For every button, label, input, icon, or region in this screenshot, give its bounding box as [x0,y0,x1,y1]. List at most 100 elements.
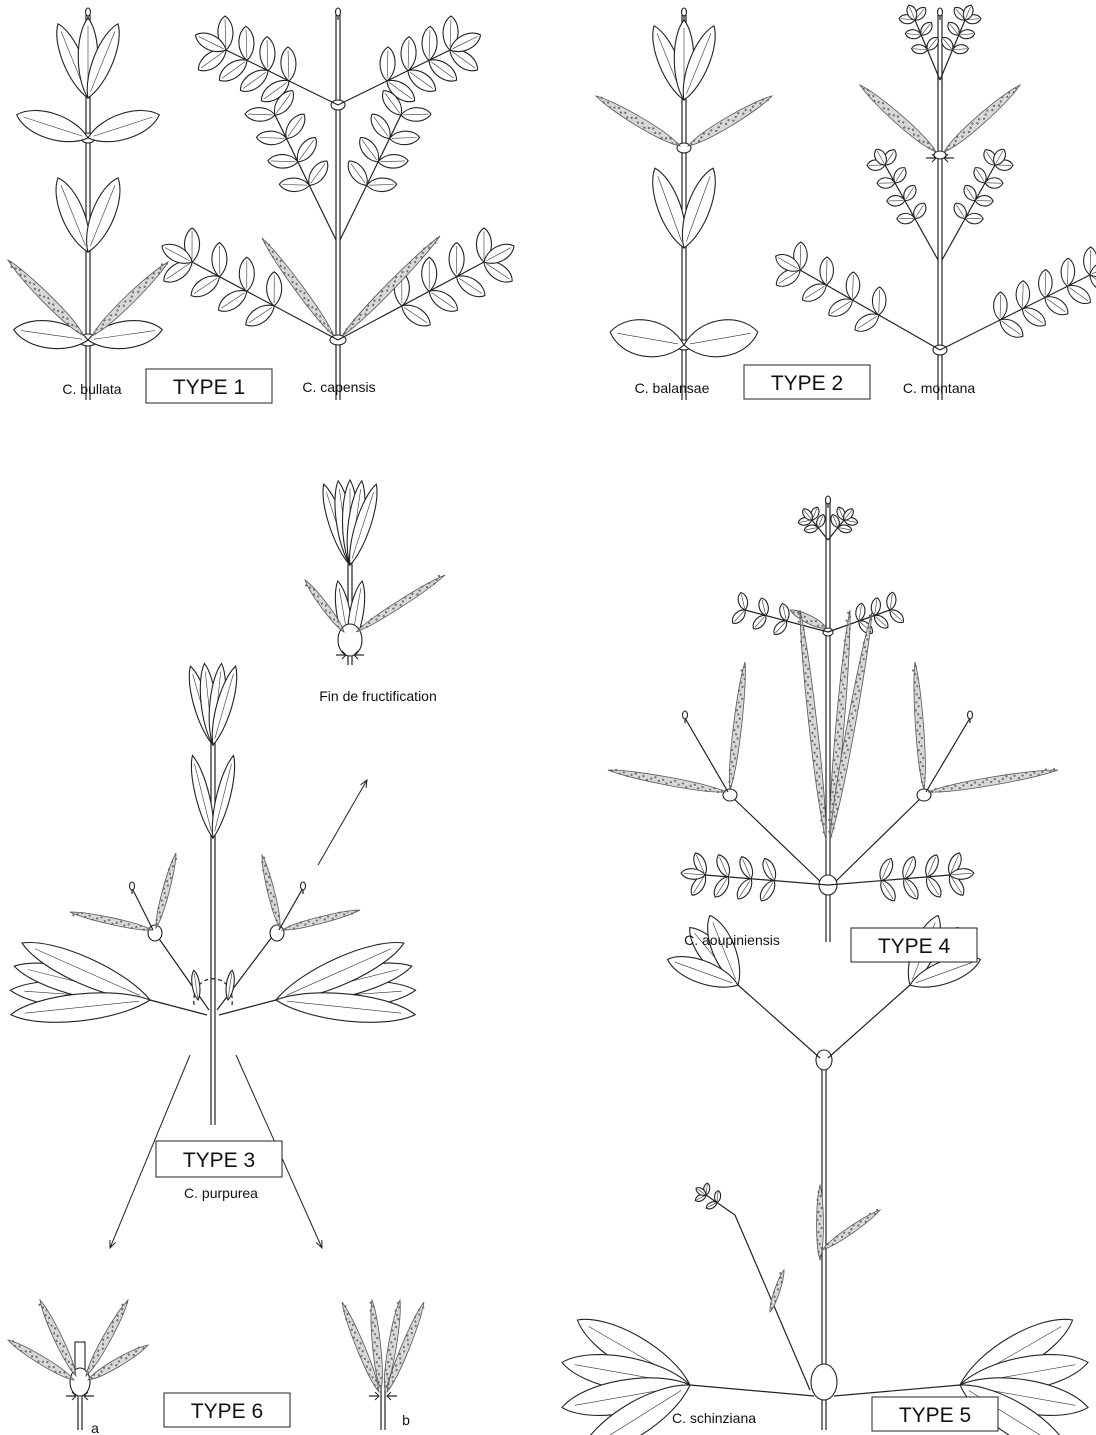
label-a: a [91,1420,99,1435]
type-5-label: TYPE 5 [899,1404,971,1427]
terminal-bud [682,8,687,16]
leaf-rachis [885,165,938,260]
spike-body [153,852,180,929]
inflorescence-spike [826,611,876,840]
spike-flower [819,1235,821,1237]
type-3-box: TYPE 3 [156,1141,282,1177]
side-branch [155,933,209,1010]
terminal-bud [86,8,91,16]
inflorescence-spike [927,766,1058,796]
leaflet [422,257,437,291]
leaflet [877,857,896,883]
leaflet [757,878,779,904]
inflorescence-spike [788,606,828,631]
leaflet [366,178,396,193]
terminal-bud [968,711,973,719]
side-branch [685,718,728,792]
type-2-label: TYPE 2 [771,372,843,395]
inflorescence-spike [686,92,775,150]
terminal-bud [336,8,341,16]
label-montana: C. montana [903,380,976,396]
plant-aoupiniensis [607,496,1058,942]
inflorescence-spike [726,662,749,791]
label-bullata: C. bullata [62,381,121,397]
inflorescence-spike [911,662,928,791]
spike-body [788,606,828,631]
spike-flower [819,1255,821,1257]
leaflet [12,316,90,353]
spike-flower [819,1215,821,1217]
leaflet [899,855,918,881]
spike-flower [820,1187,822,1189]
leaflet [714,853,733,879]
label-balansae: C. balansae [635,380,710,396]
spike-body [767,1269,786,1313]
inflorescence-spike [259,854,284,929]
leaflet [900,876,922,902]
leaflet [734,876,756,902]
plant-montana [772,4,1096,401]
leaflet [993,292,1007,320]
inflorescence-spike [796,610,830,841]
plant-purpurea [9,663,416,1125]
leaflet [239,257,254,291]
spike-flower [818,1223,820,1225]
spike-flower [817,1231,819,1233]
spike-flower [816,1199,818,1201]
type-6-box: TYPE 6 [164,1393,290,1427]
leaflet [820,257,834,285]
spike-flower [817,1251,819,1253]
spike-flower [818,1243,820,1245]
inflorescence-spike [607,766,726,796]
inflorescence-spike [816,1185,823,1260]
spike-flower [72,914,75,917]
leaflet [389,131,419,146]
petiole [219,1000,276,1015]
leaflet [86,316,164,353]
detail-fin-de-fructification [302,480,447,665]
type-2-box: TYPE 2 [744,365,870,399]
inflorescence-spike [69,909,152,934]
inflorescence-spike [857,81,939,155]
side-branch [926,718,970,792]
leaflet [856,618,875,637]
leaflet [190,970,202,1001]
leaflet [1061,258,1075,286]
leaflet [886,592,898,611]
leaflet [711,874,733,900]
leaflet [760,857,779,883]
spike-flower [820,1227,822,1229]
leaflet [212,243,227,277]
type-4-label: TYPE 4 [878,935,951,958]
spike-flower [818,1203,820,1205]
leaf-rachis [828,985,910,1058]
leaflet [1016,281,1030,309]
side-branch [217,933,275,1010]
leaflet [259,36,275,70]
leaflet [245,107,275,122]
leaflet [737,855,756,881]
spike-flower [798,620,800,622]
leaf-rachis [340,115,401,240]
plant-capensis [158,8,517,400]
petiole [150,1000,207,1015]
label-schinziana: C. schinziana [672,1410,756,1426]
type-3-label: TYPE 3 [183,1149,255,1172]
spike-body [927,766,1058,796]
leaflet [238,26,254,60]
inflorescence-spike [153,852,180,929]
leaflet [871,612,890,631]
leaflet [380,47,396,81]
leaflet [923,874,945,900]
leaflet [256,131,286,146]
leaflet [267,272,282,306]
spike-flower [820,1207,822,1209]
leaflet [872,287,886,315]
spike-body [607,766,726,796]
leaflet [401,36,417,70]
inflorescence-spike [354,572,447,635]
stem-node [723,789,737,801]
spike-flower [816,1239,818,1241]
leaf-rachis [942,165,995,260]
